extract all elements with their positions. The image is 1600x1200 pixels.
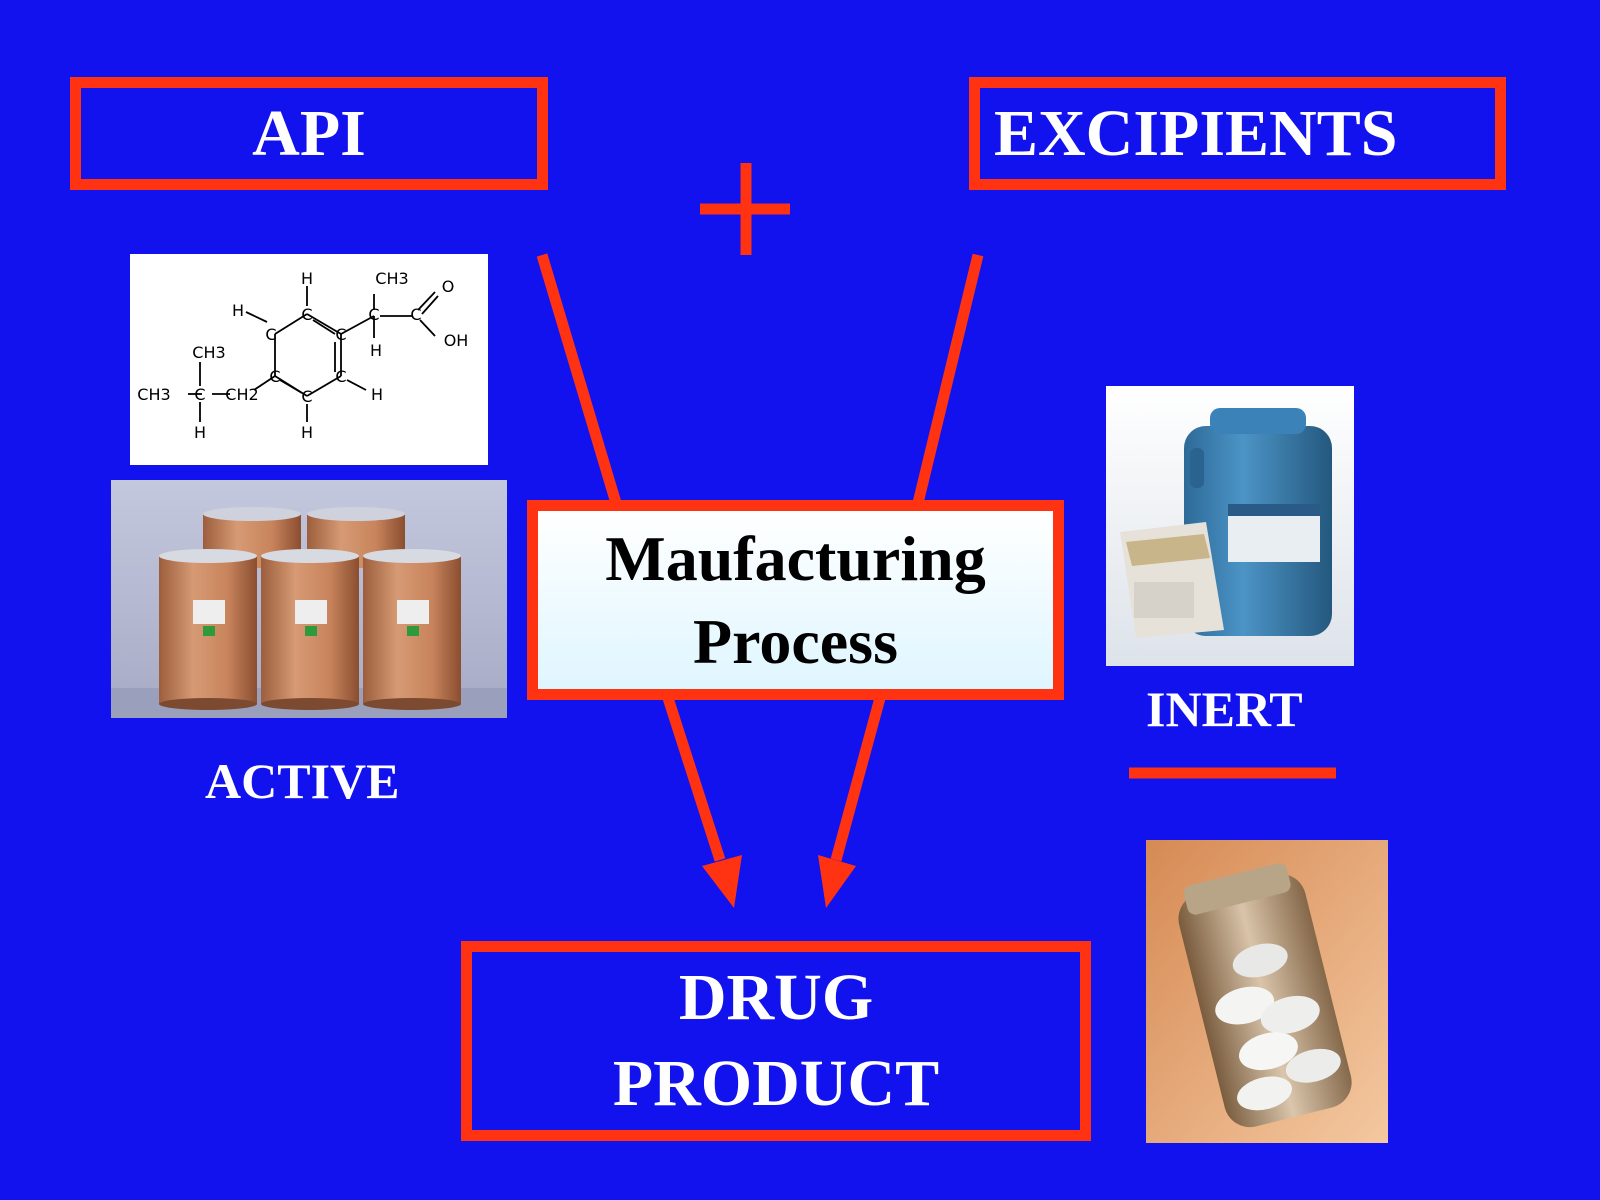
right-arrow-head — [818, 855, 856, 908]
left-arrow-shaft — [662, 696, 726, 862]
right-arrow-shaft — [830, 696, 886, 862]
molecule-atom: CH3 — [375, 269, 408, 288]
excipients-label: EXCIPIENTS — [994, 96, 1398, 170]
molecule-atom: C — [368, 305, 379, 324]
molecule-structure-image: H CH3 O H C C C C OH H CH3 C C CH3 C CH2… — [130, 254, 488, 465]
molecule-atom: OH — [444, 331, 469, 350]
molecule-atom: C — [301, 305, 312, 324]
product-line-1: DRUG — [678, 961, 874, 1035]
molecule-atom: CH3 — [192, 343, 225, 362]
process-line-1: Maufacturing — [605, 522, 986, 594]
process-line-2: Process — [693, 606, 898, 677]
molecule-atom: H — [301, 269, 313, 288]
excipients-box: EXCIPIENTS — [969, 77, 1506, 190]
molecule-atom: C — [410, 305, 421, 324]
molecule-atom: H — [301, 423, 313, 442]
molecule-atom: C — [265, 325, 276, 344]
manufacturing-process-box: Maufacturing Process — [527, 500, 1064, 700]
molecule-atom: C — [335, 325, 346, 344]
molecule-atom: O — [442, 277, 455, 296]
molecule-atom: C — [335, 367, 346, 386]
inert-label: INERT — [1146, 681, 1303, 737]
molecule-atom: CH3 — [137, 385, 170, 404]
molecule-atom: C — [194, 385, 205, 404]
molecule-atom: H — [232, 301, 244, 320]
right-funnel-line — [912, 253, 984, 505]
molecule-atom: C — [269, 367, 280, 386]
molecule-atom: H — [371, 385, 383, 404]
product-line-2: PRODUCT — [612, 1047, 940, 1120]
api-box: API — [70, 77, 548, 190]
api-label: API — [252, 96, 366, 170]
drug-product-box: DRUG PRODUCT — [461, 941, 1091, 1141]
excipient-container-photo — [1106, 386, 1354, 666]
left-arrow-head — [702, 855, 742, 908]
molecule-atom: CH2 — [225, 385, 258, 404]
tablet-bottle-photo — [1146, 840, 1388, 1143]
molecule-atom: H — [194, 423, 206, 442]
left-funnel-line — [536, 253, 622, 505]
api-drums-photo — [111, 480, 507, 718]
active-label: ACTIVE — [205, 753, 400, 809]
molecule-atom: H — [370, 341, 382, 360]
molecule-atom: C — [301, 387, 312, 406]
